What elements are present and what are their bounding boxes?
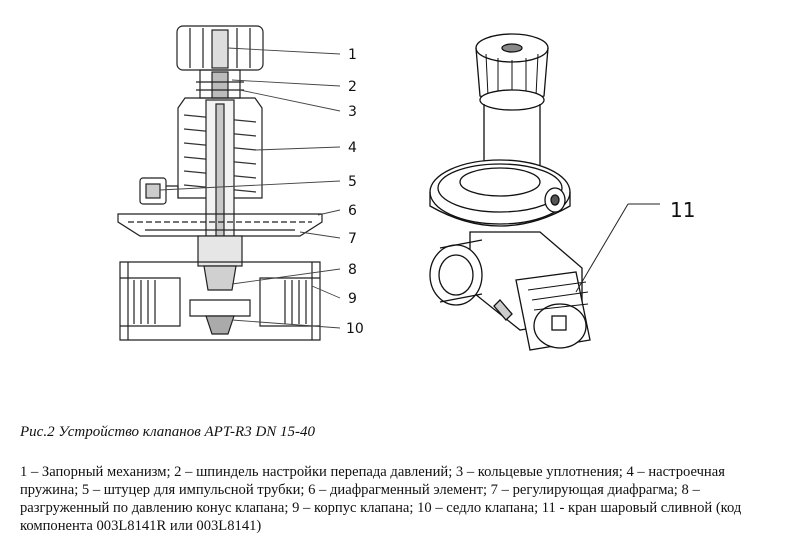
callout-8: 8 xyxy=(348,262,357,278)
valve-figure: 1 2 3 4 5 6 7 8 9 10 xyxy=(117,25,695,351)
callout-5: 5 xyxy=(348,174,357,190)
callouts-left: 1 2 3 4 5 6 7 8 9 10 xyxy=(346,47,364,337)
callout-11: 11 xyxy=(670,198,695,222)
isometric-view xyxy=(429,33,591,351)
callout-2: 2 xyxy=(348,79,357,95)
leader-line-11 xyxy=(575,203,629,293)
parts-legend: 1 – Запорный механизм; 2 – шпиндель наст… xyxy=(20,464,742,534)
callout-10: 10 xyxy=(346,321,364,337)
callout-4: 4 xyxy=(348,140,357,156)
callout-9: 9 xyxy=(348,291,357,307)
callout-3: 3 xyxy=(348,104,357,120)
callout-7: 7 xyxy=(348,231,357,247)
callout-1: 1 xyxy=(348,47,357,63)
leader-lines-left xyxy=(159,47,341,329)
callout-6: 6 xyxy=(348,203,357,219)
figure-caption: Рис.2 Устройство клапанов APT-R3 DN 15-4… xyxy=(20,424,316,440)
section-drawing xyxy=(117,25,323,341)
